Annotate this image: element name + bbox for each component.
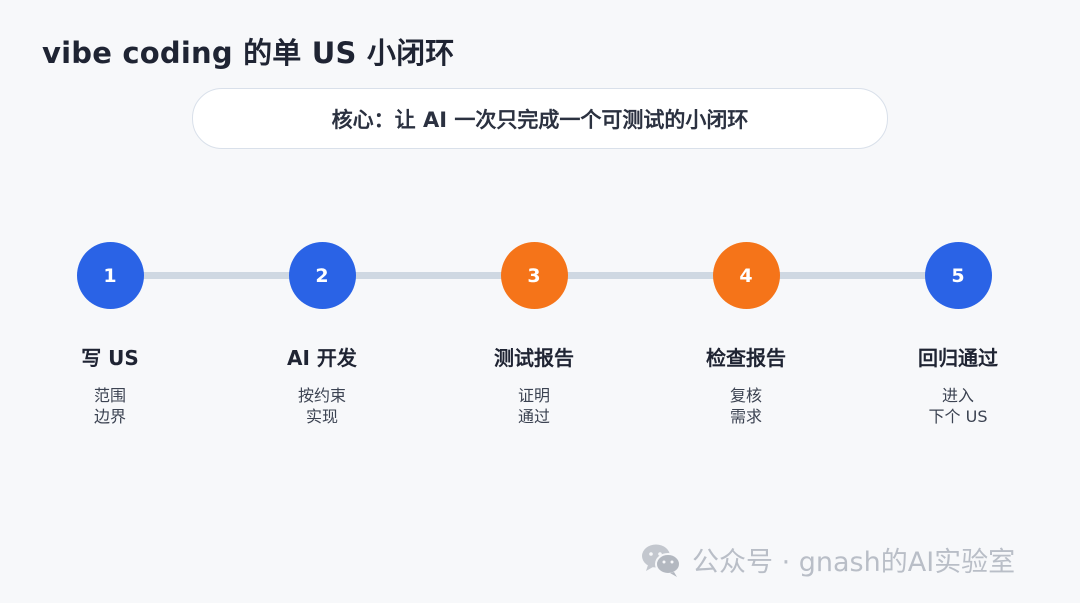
step-5-desc-line-1: 进入: [941, 386, 974, 405]
step-3-desc-line-2: 通过: [517, 407, 550, 426]
step-3-number: 3: [527, 264, 541, 287]
step-5-number: 5: [951, 264, 965, 287]
watermark-text: 公众号 · gnash的AI实验室: [692, 547, 1016, 578]
step-1-desc-line-2: 边界: [93, 407, 126, 426]
step-1-title: 写 US: [81, 346, 139, 370]
step-5-desc: 进入 下个 US: [929, 385, 988, 427]
step-2-number: 2: [315, 264, 329, 287]
step-4-number: 4: [739, 264, 753, 287]
watermark: 公众号 · gnash的AI实验室: [640, 540, 1015, 579]
step-4-circle: 4: [712, 242, 780, 309]
step-4-desc: 复核 需求: [730, 385, 762, 427]
step-1-number: 1: [103, 264, 117, 287]
step-2-desc-line-2: 实现: [305, 407, 338, 426]
step-2: 2 AI 开发 按约束 实现: [232, 242, 412, 427]
step-1-desc-line-1: 范围: [93, 386, 126, 405]
step-4-title: 检查报告: [706, 346, 786, 370]
core-message-box: 核心：让 AI 一次只完成一个可测试的小闭环: [192, 88, 888, 149]
step-5-desc-line-2: 下个 US: [928, 407, 988, 426]
step-2-title: AI 开发: [287, 346, 357, 370]
step-4-desc-line-2: 需求: [729, 407, 762, 426]
step-2-circle: 2: [288, 242, 356, 309]
step-3-desc: 证明 通过: [518, 385, 550, 427]
step-1-circle: 1: [76, 242, 144, 309]
page-title: vibe coding 的单 US 小闭环: [42, 36, 455, 70]
step-5-circle: 5: [924, 242, 992, 309]
step-2-desc: 按约束 实现: [298, 385, 346, 427]
core-message: 核心：让 AI 一次只完成一个可测试的小闭环: [331, 107, 749, 132]
step-1: 1 写 US 范围 边界: [20, 242, 200, 427]
step-4-desc-line-1: 复核: [729, 386, 762, 405]
wechat-icon: [642, 544, 681, 577]
step-2-desc-line-1: 按约束: [297, 386, 346, 405]
step-5: 5 回归通过 进入 下个 US: [868, 242, 1048, 427]
step-3: 3 测试报告 证明 通过: [444, 242, 624, 427]
step-4: 4 检查报告 复核 需求: [656, 242, 836, 427]
step-5-title: 回归通过: [918, 346, 998, 370]
step-3-title: 测试报告: [494, 346, 574, 370]
step-1-desc: 范围 边界: [94, 385, 126, 427]
step-3-desc-line-1: 证明: [517, 386, 550, 405]
step-3-circle: 3: [500, 242, 568, 309]
